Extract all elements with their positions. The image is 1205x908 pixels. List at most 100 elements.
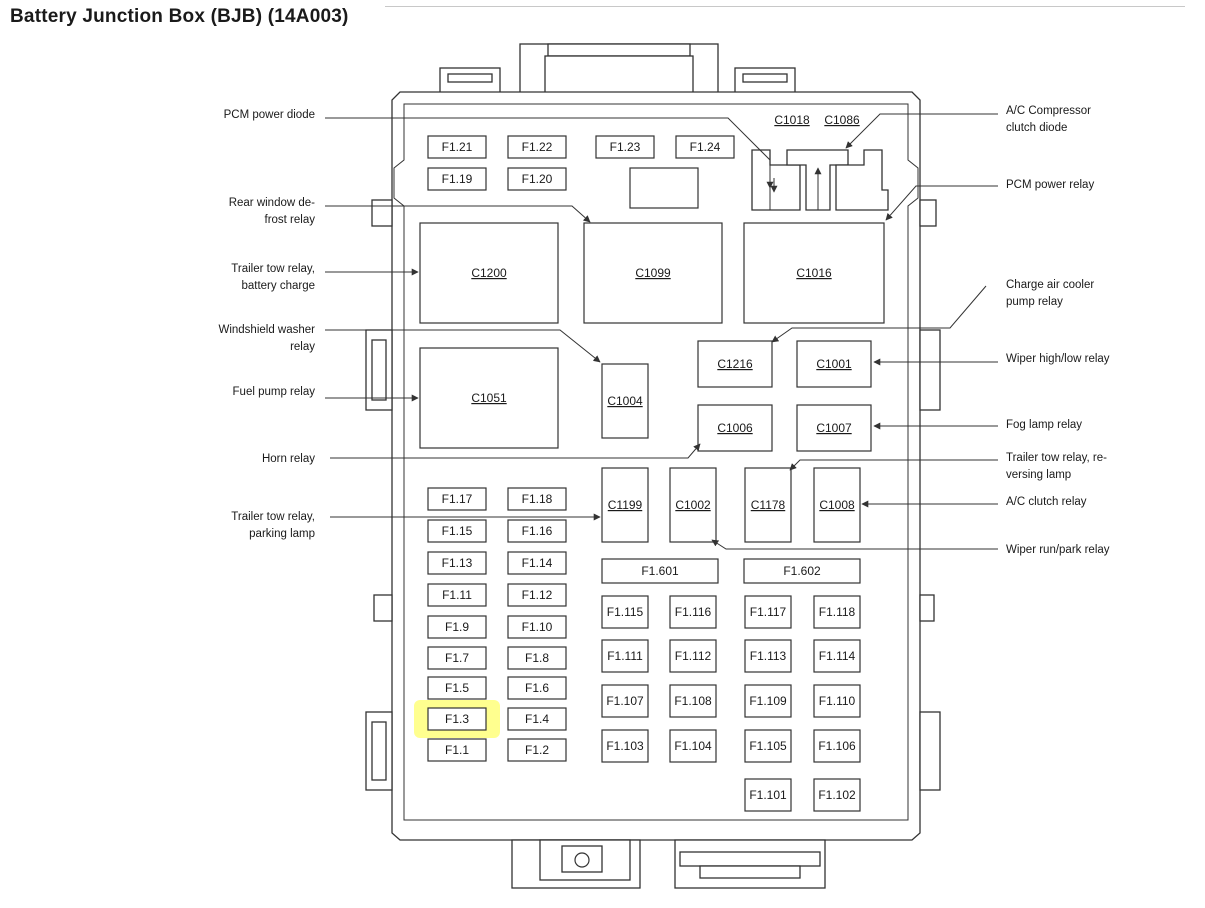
callout-text: Windshield washer (218, 324, 315, 336)
housing-top-latches (439, 43, 796, 97)
leader-line (771, 285, 987, 343)
fuse-box (813, 639, 861, 673)
fuse-f122: F1.22 (507, 135, 567, 159)
fuse-box (813, 595, 861, 629)
fuse-f15: F1.5 (427, 676, 487, 700)
fuse-f115: F1.15 (427, 519, 487, 543)
leader-line (325, 205, 591, 223)
fuse-label: F1.601 (641, 564, 679, 578)
fuse-f1117: F1.117 (744, 595, 792, 629)
callout-fog-lamp-relay: Fog lamp relay (1006, 419, 1082, 431)
relay-c1008: C1008 (813, 467, 861, 543)
fuse-f114: F1.14 (507, 551, 567, 575)
fuse-f111: F1.11 (427, 583, 487, 607)
callout-text: PCM power relay (1006, 179, 1094, 191)
fuse-box (669, 684, 717, 718)
fuse-f11: F1.1 (427, 738, 487, 762)
fuse-label: F1.116 (675, 605, 712, 619)
fuse-box (669, 639, 717, 673)
fuse-box (813, 778, 861, 812)
relay-label: C1016 (796, 266, 832, 280)
fuse-f117: F1.17 (427, 487, 487, 511)
fuse-box (507, 551, 567, 575)
callout-wiper-high-low-relay: Wiper high/low relay (1006, 353, 1110, 365)
relay-box (796, 404, 872, 452)
relay-label: C1200 (471, 266, 507, 280)
fuse-label: F1.1 (445, 743, 469, 757)
fuse-box (507, 707, 567, 731)
fuse-box (507, 135, 567, 159)
fuse-label: F1.6 (525, 681, 549, 695)
callout-pcm-power-diode: PCM power diode (224, 109, 315, 121)
relay-box (669, 467, 717, 543)
fuse-f1107: F1.107 (601, 684, 649, 718)
callout-text: Trailer tow relay, re- (1006, 452, 1107, 464)
fuse-box (427, 487, 487, 511)
fuse-f1114: F1.114 (813, 639, 861, 673)
leader-line (711, 539, 998, 550)
callout-text: Wiper run/park relay (1006, 544, 1110, 556)
fuse-box (427, 167, 487, 191)
fuse-f1115: F1.115 (601, 595, 649, 629)
fuse-label: F1.2 (525, 743, 549, 757)
fuse-label: F1.109 (749, 694, 787, 708)
relay-label: C1008 (819, 498, 855, 512)
fuse-label: F1.4 (525, 712, 549, 726)
fuse-box (601, 595, 649, 629)
relay-c1004: C1004 (601, 363, 649, 439)
fuse-f1110: F1.110 (813, 684, 861, 718)
fuse-box (595, 135, 655, 159)
fuse-label: F1.102 (818, 788, 856, 802)
fuse-label: F1.602 (783, 564, 821, 578)
fuse-label: F1.8 (525, 651, 549, 665)
fuse-box (507, 615, 567, 639)
callout-text: Horn relay (262, 453, 315, 465)
fuse-f1602: F1.602 (743, 558, 861, 584)
fuse-box (427, 135, 487, 159)
fuse-label: F1.107 (606, 694, 644, 708)
callout-text: Wiper high/low relay (1006, 353, 1110, 365)
fuse-label: F1.104 (674, 739, 712, 753)
fuse-box (601, 639, 649, 673)
relay-box (697, 404, 773, 452)
callout-horn-relay: Horn relay (262, 453, 315, 465)
fuse-box (813, 729, 861, 763)
relay-box (813, 467, 861, 543)
fuse-f12: F1.2 (507, 738, 567, 762)
fuse-label: F1.22 (522, 140, 553, 154)
fuse-box (601, 558, 719, 584)
relay-c1200: C1200 (419, 222, 559, 324)
relay-box (743, 222, 885, 324)
fuse-f1601: F1.601 (601, 558, 719, 584)
callout-pcm-power-relay: PCM power relay (1006, 179, 1094, 191)
fuse-label: F1.112 (675, 649, 712, 663)
callout-trailer-tow-battery: Trailer tow relay,battery charge (231, 263, 315, 292)
relay-box (601, 363, 649, 439)
fuse-label: F1.10 (522, 620, 553, 634)
fuse-label: F1.106 (818, 739, 856, 753)
relay-c1099: C1099 (583, 222, 723, 324)
fuse-label: F1.11 (442, 588, 472, 602)
callout-text: PCM power diode (224, 109, 315, 121)
fuse-label: F1.5 (445, 681, 469, 695)
fuse-f1102: F1.102 (813, 778, 861, 812)
fuse-f123: F1.23 (595, 135, 655, 159)
fuse-f13: F1.3 (427, 707, 487, 731)
relay-box (697, 340, 773, 388)
relay-label: C1099 (635, 266, 671, 280)
fuse-label: F1.23 (610, 140, 641, 154)
relay-c1178: C1178 (744, 467, 792, 543)
fuse-box (744, 778, 792, 812)
fuse-label: F1.7 (445, 651, 469, 665)
fuse-box (669, 595, 717, 629)
relay-c1199: C1199 (601, 467, 649, 543)
relay-box (419, 347, 559, 449)
fuse-f124: F1.24 (675, 135, 735, 159)
relay-c1051: C1051 (419, 347, 559, 449)
fuse-f116: F1.16 (507, 519, 567, 543)
relay-c1018: C1018 (774, 113, 810, 127)
